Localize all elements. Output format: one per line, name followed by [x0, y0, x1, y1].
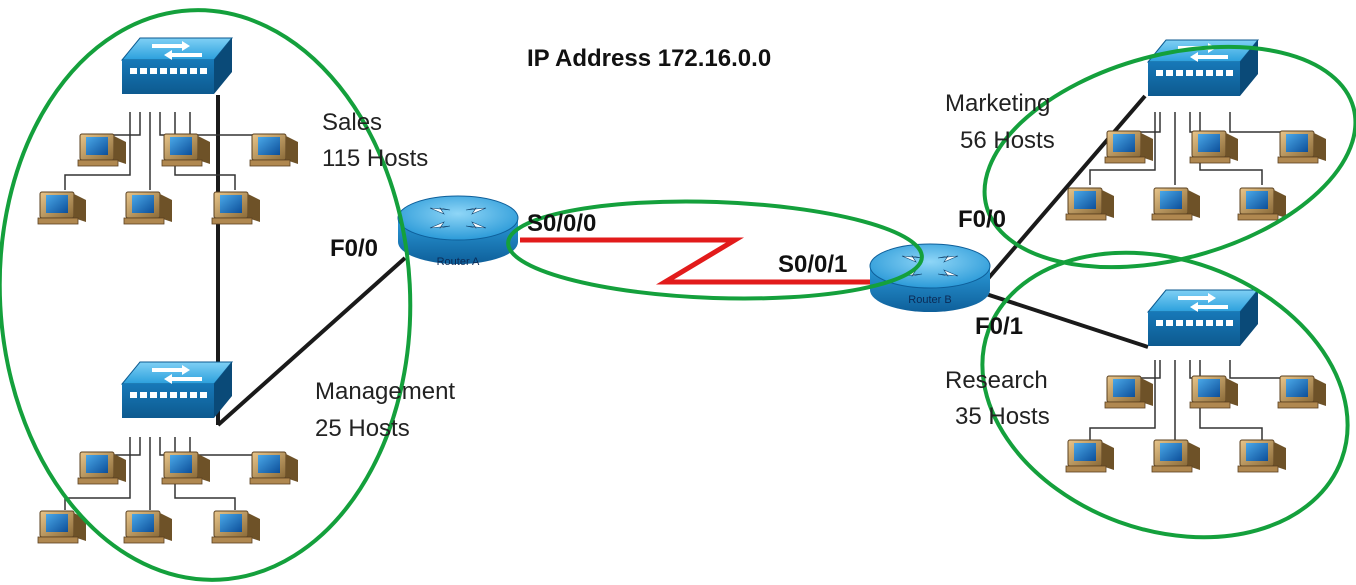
- pc-icon[interactable]: [161, 451, 211, 485]
- pc-icon[interactable]: [1277, 130, 1327, 164]
- serial-link: [520, 237, 870, 285]
- marketing-subnet-ellipse: [982, 44, 1356, 270]
- pc-icon[interactable]: [1237, 187, 1287, 221]
- pc-icon[interactable]: [1237, 439, 1287, 473]
- router-b[interactable]: Router B: [869, 243, 991, 313]
- sales-lan-name: Sales: [322, 109, 382, 136]
- pc-icon[interactable]: [1151, 187, 1201, 221]
- pc-icon[interactable]: [249, 133, 299, 167]
- router-icon[interactable]: [397, 195, 519, 265]
- pc-icon[interactable]: [77, 133, 127, 167]
- marketing-lan-hosts: 56 Hosts: [960, 127, 1055, 154]
- sales-lan: [37, 37, 299, 225]
- sales-management-subnet-ellipse: [0, 8, 413, 582]
- management-switch-icon[interactable]: [121, 361, 233, 419]
- management-lan-hosts: 25 Hosts: [315, 415, 410, 442]
- pc-icon[interactable]: [1065, 439, 1115, 473]
- marketing-lan-name: Marketing: [945, 90, 1050, 117]
- link-management-switch-to-router-a: [216, 256, 407, 427]
- research-lan-hosts: 35 Hosts: [955, 403, 1050, 430]
- router-a-f0-0-label: F0/0: [330, 235, 378, 262]
- pc-icon[interactable]: [1277, 375, 1327, 409]
- research-subnet-ellipse: [980, 250, 1350, 540]
- marketing-lan: [1065, 39, 1327, 221]
- link-router-b-to-marketing-switch: [978, 94, 1147, 290]
- router-b-f0-0-label: F0/0: [958, 206, 1006, 233]
- wan-subnet-ellipse: [506, 199, 924, 301]
- pc-icon[interactable]: [123, 510, 173, 544]
- pc-icon[interactable]: [211, 191, 261, 225]
- pc-icon[interactable]: [1151, 439, 1201, 473]
- pc-icon[interactable]: [1189, 375, 1239, 409]
- pc-icon[interactable]: [37, 191, 87, 225]
- pc-icon[interactable]: [123, 191, 173, 225]
- pc-icon[interactable]: [1104, 130, 1154, 164]
- sales-switch-icon[interactable]: [121, 37, 233, 95]
- pc-icon[interactable]: [161, 133, 211, 167]
- router-a-label: Router A: [437, 256, 480, 268]
- router-a-s0-0-0-label: S0/0/0: [527, 210, 596, 237]
- router-b-label: Router B: [908, 294, 951, 306]
- management-lan: [37, 361, 299, 544]
- research-switch-icon[interactable]: [1147, 289, 1259, 347]
- router-b-f0-1-label: F0/1: [975, 313, 1023, 340]
- router-b-s0-0-1-label: S0/0/1: [778, 251, 847, 278]
- pc-icon[interactable]: [1065, 187, 1115, 221]
- pc-icon[interactable]: [77, 451, 127, 485]
- sales-lan-hosts: 115 Hosts: [322, 145, 428, 172]
- pc-icon[interactable]: [1189, 130, 1239, 164]
- pc-icon[interactable]: [211, 510, 261, 544]
- research-lan-name: Research: [945, 367, 1048, 394]
- management-lan-name: Management: [315, 378, 455, 405]
- diagram-title: IP Address 172.16.0.0: [527, 45, 771, 72]
- pc-icon[interactable]: [1104, 375, 1154, 409]
- link-router-b-to-research-switch: [982, 291, 1149, 349]
- research-lan: [1065, 289, 1327, 473]
- router-a[interactable]: Router A: [397, 195, 519, 268]
- pc-icon[interactable]: [249, 451, 299, 485]
